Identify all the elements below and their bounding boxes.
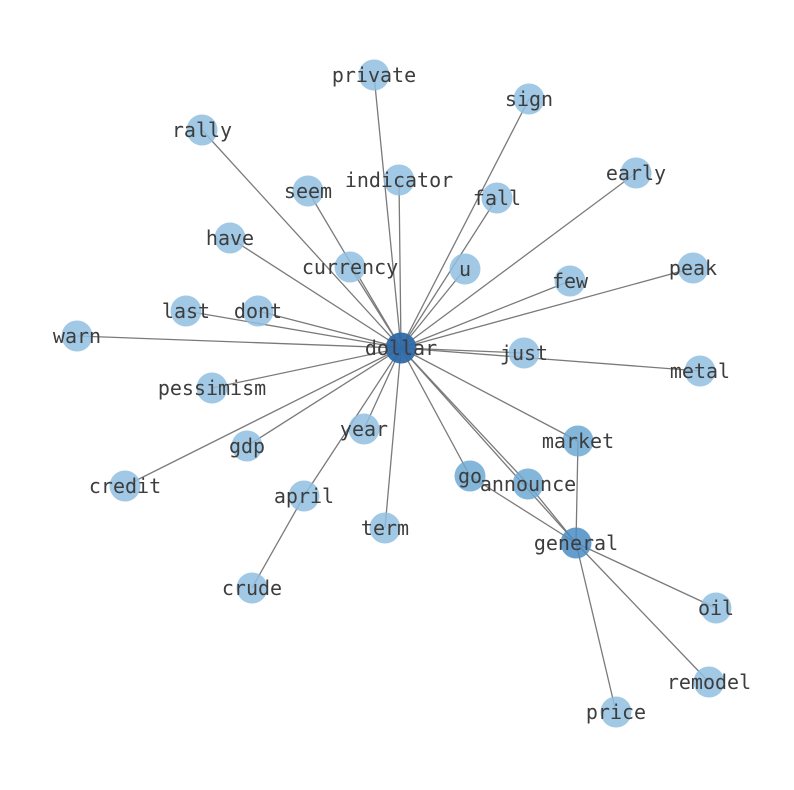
edge-dollar-credit <box>124 347 402 487</box>
node-currency[interactable] <box>334 251 366 283</box>
node-label-remodel: remodel <box>667 670 751 694</box>
edge-dollar-market <box>400 347 579 442</box>
edge-dollar-rally <box>201 129 402 349</box>
node-pessimism[interactable] <box>196 372 228 404</box>
edge-dollar-currency <box>349 266 402 349</box>
edge-dollar-indicator <box>398 179 402 349</box>
node-label-private: private <box>332 63 416 87</box>
node-price[interactable] <box>600 696 632 728</box>
node-label-peak: peak <box>669 256 717 280</box>
node-year[interactable] <box>348 413 380 445</box>
node-label-pessimism: pessimism <box>158 376 266 400</box>
node-label-just: just <box>500 341 548 365</box>
node-label-currency: currency <box>302 255 398 279</box>
node-few[interactable] <box>554 265 586 297</box>
edge-dollar-dont <box>257 310 402 349</box>
edge-dollar-go <box>400 347 471 477</box>
node-last[interactable] <box>170 295 202 327</box>
node-label-dollar: dollar <box>365 336 437 360</box>
node-label-few: few <box>552 269 589 293</box>
node-label-gdp: gdp <box>229 434 265 458</box>
node-remodel[interactable] <box>693 666 725 698</box>
node-label-warn: warn <box>53 324 101 348</box>
node-early[interactable] <box>620 157 652 189</box>
node-label-crude: crude <box>222 576 282 600</box>
node-label-april: april <box>274 484 334 508</box>
edge-dollar-gdp <box>246 347 402 447</box>
edge-dollar-early <box>400 172 637 349</box>
edge-general-oil <box>575 542 717 609</box>
node-peak[interactable] <box>677 252 709 284</box>
node-credit[interactable] <box>109 470 141 502</box>
node-indicator[interactable] <box>383 164 415 196</box>
node-metal[interactable] <box>684 355 716 387</box>
node-seem[interactable] <box>292 175 324 207</box>
node-label-credit: credit <box>89 474 161 498</box>
node-have[interactable] <box>214 222 246 254</box>
node-oil[interactable] <box>700 592 732 624</box>
edge-general-price <box>575 542 617 713</box>
edge-dollar-private <box>373 74 402 349</box>
node-dont[interactable] <box>242 295 274 327</box>
node-dollar[interactable] <box>385 332 417 364</box>
edge-general-market <box>575 440 579 544</box>
node-label-early: early <box>606 161 666 185</box>
edge-general-remodel <box>575 542 710 683</box>
node-label-rally: rally <box>172 118 232 142</box>
node-label-price: price <box>586 700 646 724</box>
node-label-last: last <box>162 299 210 323</box>
node-rally[interactable] <box>186 114 218 146</box>
node-warn[interactable] <box>61 320 93 352</box>
node-label-fall: fall <box>473 186 521 210</box>
edge-dollar-have <box>229 237 402 349</box>
edge-dollar-peak <box>400 267 694 349</box>
node-label-sign: sign <box>505 87 553 111</box>
edge-april-crude <box>251 495 305 589</box>
node-april[interactable] <box>288 480 320 512</box>
edge-dollar-last <box>185 310 402 349</box>
node-gdp[interactable] <box>231 430 263 462</box>
node-sign[interactable] <box>513 83 545 115</box>
node-market[interactable] <box>562 425 594 457</box>
edge-dollar-term <box>384 347 402 529</box>
edge-dollar-just <box>400 347 525 354</box>
edge-dollar-sign <box>400 98 530 349</box>
nodes-layer <box>61 59 732 728</box>
node-just[interactable] <box>508 337 540 369</box>
node-label-oil: oil <box>698 596 734 620</box>
node-general[interactable] <box>560 527 592 559</box>
edge-dollar-u <box>400 268 466 349</box>
node-crude[interactable] <box>236 572 268 604</box>
node-label-have: have <box>206 226 254 250</box>
edge-general-go <box>469 475 577 544</box>
node-fall[interactable] <box>481 182 513 214</box>
node-announce[interactable] <box>512 468 544 500</box>
node-go[interactable] <box>454 460 486 492</box>
node-u[interactable] <box>449 253 481 285</box>
edge-dollar-pessimism <box>211 347 402 389</box>
edge-dollar-fall <box>400 197 498 349</box>
edge-dollar-warn <box>76 335 402 349</box>
labels-layer: dollar general private sign rally indicator se… <box>53 63 751 724</box>
edge-dollar-few <box>400 280 571 349</box>
edge-dollar-general <box>400 347 577 544</box>
node-label-term: term <box>361 516 409 540</box>
node-label-general: general <box>534 531 618 555</box>
edge-dollar-metal <box>400 347 701 372</box>
node-label-metal: metal <box>670 359 730 383</box>
node-label-dont: dont <box>234 299 282 323</box>
node-label-seem: seem <box>284 179 332 203</box>
node-label-announce: announce <box>480 472 576 496</box>
node-label-indicator: indicator <box>345 168 453 192</box>
node-label-u: u <box>459 257 471 281</box>
node-label-market: market <box>542 429 614 453</box>
node-label-year: year <box>340 417 388 441</box>
node-label-go: go <box>458 464 482 488</box>
node-private[interactable] <box>358 59 390 91</box>
node-term[interactable] <box>369 512 401 544</box>
